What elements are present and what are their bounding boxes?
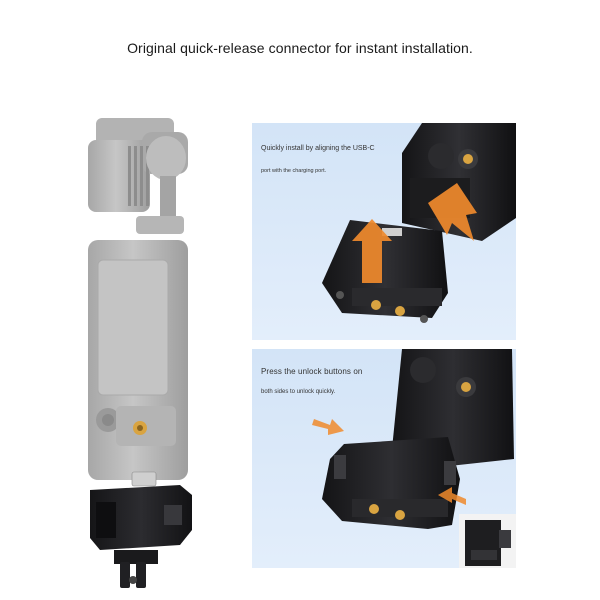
install-diagram [322,123,516,323]
unlock-detail-image [459,514,516,568]
install-caption-line2: port with the charging port. [261,168,327,174]
unlock-detail-inset [459,514,516,568]
install-instruction-panel: Quickly install by aligning the USB-C po… [252,123,516,340]
arrow-press-left-icon [312,419,344,435]
arrow-down-icon [428,183,477,241]
unlock-instruction-panel: Press the unlock buttons on both sides t… [252,349,516,568]
arrow-press-right-icon [438,487,466,505]
unlock-caption-line2: both sides to unlock quickly. [261,389,336,395]
headline: Original quick-release connector for ins… [127,40,473,56]
install-caption-line1: Quickly install by aligning the USB-C [261,145,375,152]
unlock-diagram [312,349,514,529]
adapter-block [322,220,448,323]
adapter-block [322,437,460,529]
camera-handle-body [88,240,188,480]
arrow-up-icon [352,219,392,283]
quick-release-adapter [90,471,192,588]
gimbal-head [88,118,188,234]
gimbal-camera-with-adapter-illustration [88,118,192,588]
unlock-caption-line1: Press the unlock buttons on [261,367,363,376]
